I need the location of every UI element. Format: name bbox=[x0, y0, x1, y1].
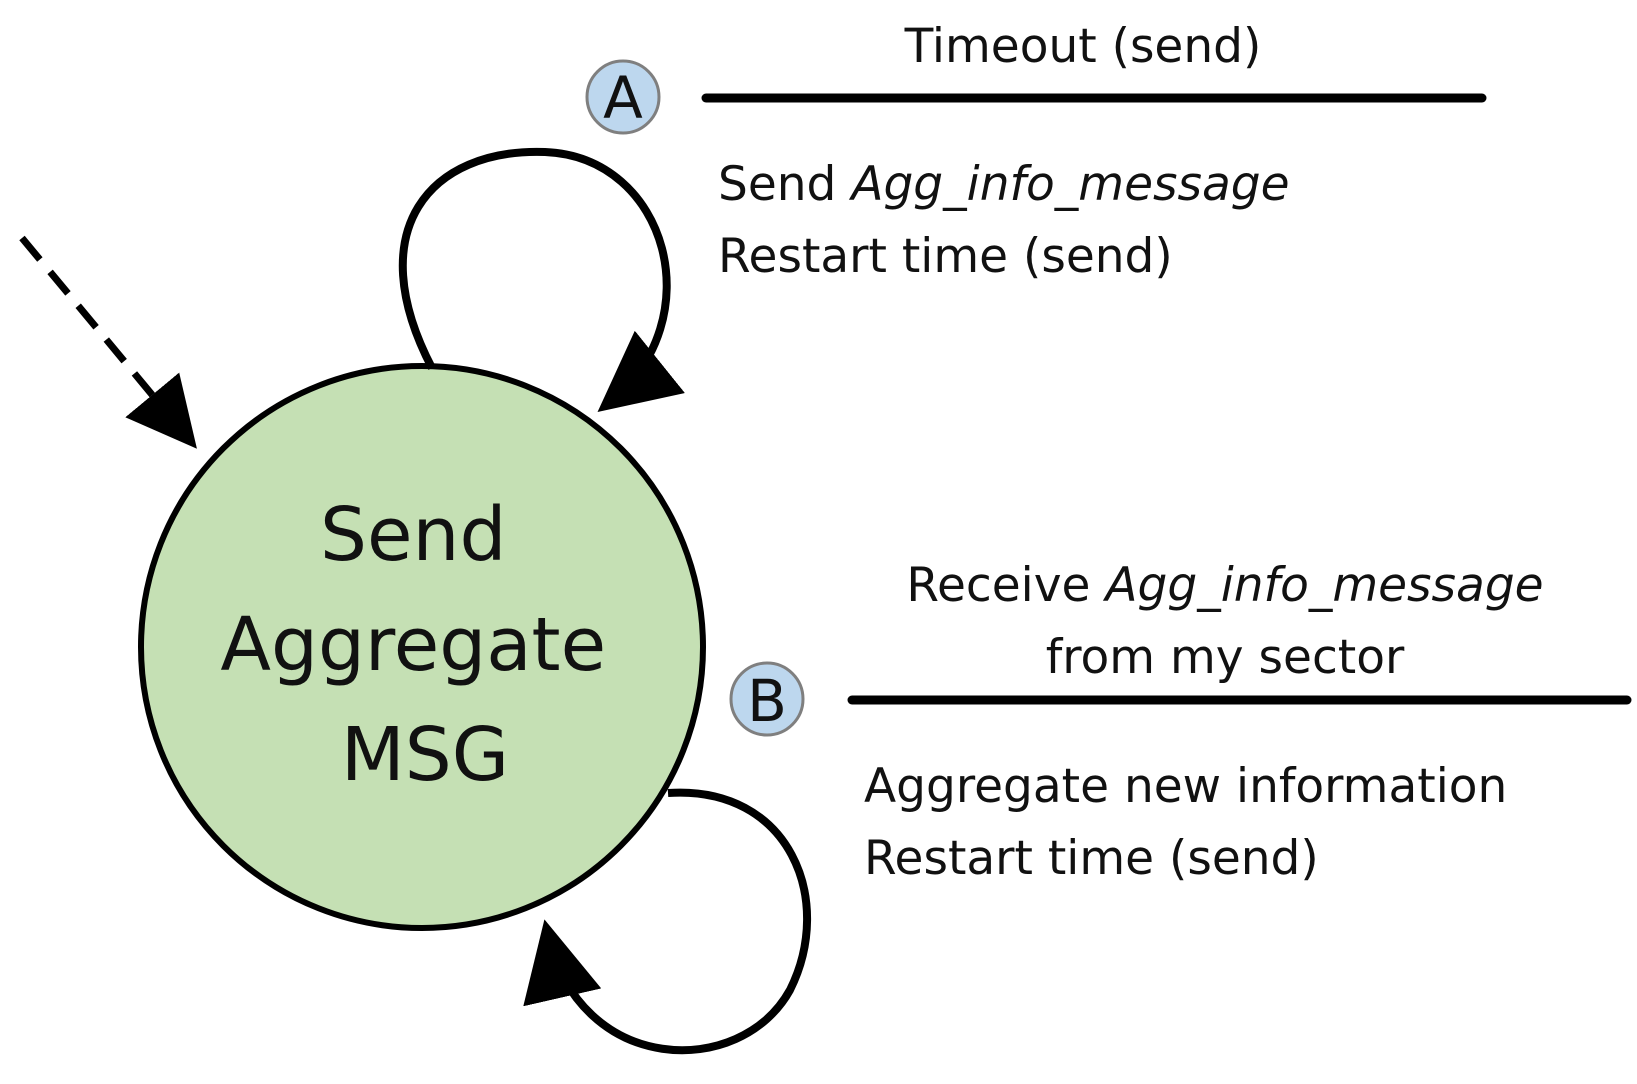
transition-a-action-1-message: Agg_info_message bbox=[848, 157, 1289, 212]
transition-b-action-1: Aggregate new information bbox=[864, 759, 1507, 814]
transition-b-action-1-text: Aggregate new information bbox=[864, 759, 1507, 814]
state-label-line-1: Send bbox=[320, 492, 506, 578]
transition-a-badge: A bbox=[585, 59, 661, 135]
initial-transition-arrow bbox=[19, 235, 197, 449]
transition-b-action-2: Restart time (send) bbox=[864, 831, 1319, 886]
self-loop-arrow-a bbox=[398, 147, 685, 413]
transition-a-action-2: Restart time (send) bbox=[718, 229, 1173, 284]
transition-b-badge-label: B bbox=[747, 667, 787, 735]
transition-a-action-2-text: Restart time (send) bbox=[718, 229, 1173, 284]
transition-b-condition-2-text: from my sector bbox=[1046, 630, 1405, 685]
transition-b-condition-1: Receive Agg_info_message bbox=[906, 558, 1543, 613]
state-send-aggregate-msg bbox=[138, 363, 706, 931]
state-label-line-2: Aggregate bbox=[220, 602, 606, 688]
transition-b-condition-2: from my sector bbox=[1046, 630, 1405, 685]
state-label-line-3: MSG bbox=[341, 712, 509, 798]
transition-a-badge-label: A bbox=[603, 64, 643, 132]
transition-a-label: Timeout (send) Send Agg_info_message Res… bbox=[701, 19, 1487, 284]
state-label: Send Aggregate MSG bbox=[220, 492, 629, 798]
transition-b-condition-1-message: Agg_info_message bbox=[1102, 558, 1543, 613]
self-loop-arrow-b bbox=[523, 788, 812, 1055]
transition-b-action-2-text: Restart time (send) bbox=[864, 831, 1319, 886]
transition-a-action-1: Send Agg_info_message bbox=[718, 157, 1290, 212]
transition-a-action-1-text: Send bbox=[718, 157, 851, 212]
transition-a-condition: Timeout (send) bbox=[904, 19, 1262, 74]
transition-b-badge: B bbox=[729, 661, 805, 737]
transition-b-label: Receive Agg_info_message from my sector … bbox=[847, 558, 1632, 886]
transition-b-condition-1-text: Receive bbox=[906, 558, 1105, 613]
